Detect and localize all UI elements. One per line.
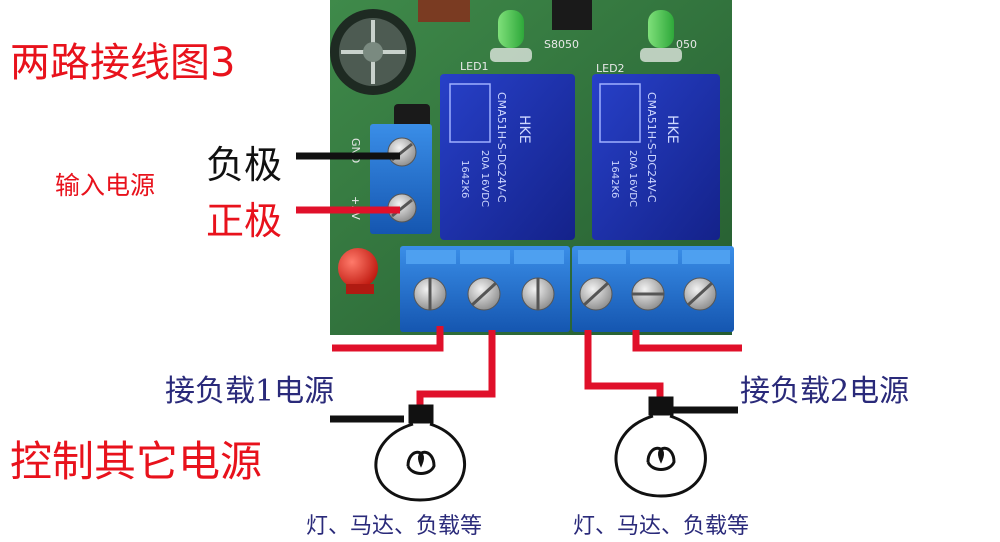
relay-2-brand: HKE: [664, 115, 680, 144]
capacitor: [330, 9, 416, 95]
wire-lamp2-red: [584, 330, 664, 402]
relay-1-marking: CMA51H-S-DC24V-C: [495, 92, 508, 203]
wire-load2-supply: [632, 330, 742, 352]
relay-2-rating: 20A 16VDC: [627, 150, 638, 207]
relay-2: HKE CMA51H-S-DC24V-C 20A 16VDC 1642K6: [592, 74, 720, 240]
led1-green: [490, 10, 532, 62]
relay-2-marking: CMA51H-S-DC24V-C: [645, 92, 658, 203]
resistor-top: [418, 0, 470, 22]
transistor-label-2: 050: [676, 38, 697, 51]
led2-green: [640, 10, 682, 62]
output-terminal-block-1: [400, 246, 570, 332]
wire-lamp1-red: [416, 330, 496, 410]
black-component: [394, 104, 430, 128]
lamp-2-icon: [614, 396, 707, 498]
other-supply-label: 控制其它电源: [10, 437, 263, 486]
positive-terminal-label: 正极: [206, 199, 283, 243]
led2-label: LED2: [596, 62, 625, 75]
relay-1-brand: HKE: [516, 115, 532, 144]
diagram-title: 两路接线图3: [10, 40, 236, 86]
relay-1-code: 1642K6: [459, 160, 470, 198]
transistor-label: S8050: [544, 38, 579, 51]
transistor: [552, 0, 592, 30]
load1-supply-label: 接负载1电源: [165, 374, 335, 409]
power-led-red: [338, 248, 378, 294]
lamp-1-icon: [374, 404, 467, 502]
lamp1-caption: 灯、马达、负载等: [306, 514, 483, 539]
relay-1: HKE CMA51H-S-DC24V-C 20A 16VDC 1642K6: [440, 74, 575, 240]
led1-label: LED1: [460, 60, 489, 73]
input-power-label: 输入电源: [55, 171, 156, 200]
wire-load1-supply: [332, 326, 444, 352]
load2-supply-label: 接负载2电源: [740, 374, 910, 409]
output-terminal-block-2: [572, 246, 734, 332]
lamp2-caption: 灯、马达、负载等: [573, 514, 750, 539]
relay-2-code: 1642K6: [609, 160, 620, 198]
relay-1-rating: 20A 16VDC: [479, 150, 490, 207]
input-terminal-block: [370, 124, 432, 234]
negative-terminal-label: 负极: [206, 143, 283, 187]
